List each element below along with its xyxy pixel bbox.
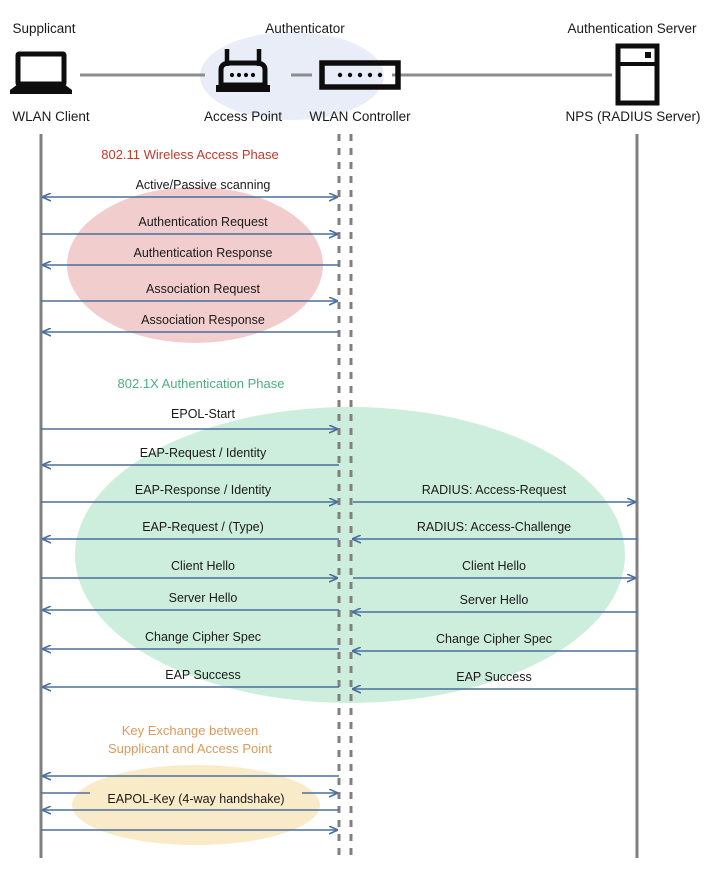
message-eap-response-identity: EAP-Response / Identity [41,483,337,502]
message-label: RADIUS: Access-Challenge [417,520,571,534]
message-association-request: Association Request [41,282,337,301]
message-change-cipher-spec-right: Change Cipher Spec [353,632,637,651]
message-active-passive-scanning: Active/Passive scanning [43,178,337,197]
message-label: Change Cipher Spec [436,632,552,646]
message-label: RADIUS: Access-Request [422,483,567,497]
message-label: Association Request [146,282,260,296]
message-label: Active/Passive scanning [136,178,271,192]
message-eap-success-right: EAP Success [353,670,637,689]
message-label: EPOL-Start [171,407,235,421]
phase-label-key-exchange-line2: Supplicant and Access Point [108,741,272,756]
message-eap-request-identity: EAP-Request / Identity [43,446,339,465]
message-label: Association Response [141,313,265,327]
laptop-icon [10,51,72,94]
actor-role-supplicant: Supplicant [12,21,75,36]
phase-label-key-exchange-line1: Key Exchange between [122,723,259,738]
message-client-hello-left: Client Hello [41,559,337,578]
actor-role-authenticator: Authenticator [265,21,345,36]
wireless-router-icon [216,49,270,92]
message-association-response: Association Response [43,313,339,332]
controller-switch-icon [319,60,401,90]
message-label: EAP-Request / (Type) [142,520,264,534]
message-label: Authentication Response [134,246,273,260]
message-eap-success-left: EAP Success [43,668,339,687]
actor-device-wlan-client: WLAN Client [12,109,90,124]
server-tower-icon [615,43,660,106]
message-label: Client Hello [462,559,526,573]
message-label: Server Hello [460,593,529,607]
message-server-hello-left: Server Hello [43,591,339,610]
message-eap-request-type: EAP-Request / (Type) [43,520,339,539]
message-label: EAP Success [456,670,532,684]
actor-device-wlan-controller: WLAN Controller [309,109,411,124]
message-authentication-request: Authentication Request [41,215,337,234]
message-label: EAP Success [165,668,241,682]
eapol-key-label-backdrop [90,790,302,807]
message-radius-access-request: RADIUS: Access-Request [353,483,635,502]
message-client-hello-right: Client Hello [353,559,635,578]
message-label: Client Hello [171,559,235,573]
message-label: Authentication Request [138,215,268,229]
message-eapol-start: EPOL-Start [41,407,337,429]
message-radius-access-challenge: RADIUS: Access-Challenge [353,520,637,539]
phase-label-wireless-access: 802.11 Wireless Access Phase [101,147,279,162]
message-label: Change Cipher Spec [145,630,261,644]
message-label: EAP-Request / Identity [140,446,267,460]
message-server-hello-right: Server Hello [353,593,637,612]
message-authentication-response: Authentication Response [43,246,339,265]
message-change-cipher-spec-left: Change Cipher Spec [43,630,339,649]
message-label-eapol-key: EAPOL-Key (4-way handshake) [107,792,284,806]
actor-device-nps: NPS (RADIUS Server) [565,109,700,124]
phase-label-dot1x-auth: 802.1X Authentication Phase [118,376,285,391]
actor-role-auth-server: Authentication Server [567,21,697,36]
message-label: EAP-Response / Identity [135,483,272,497]
actor-device-access-point: Access Point [204,109,282,124]
message-label: Server Hello [169,591,238,605]
